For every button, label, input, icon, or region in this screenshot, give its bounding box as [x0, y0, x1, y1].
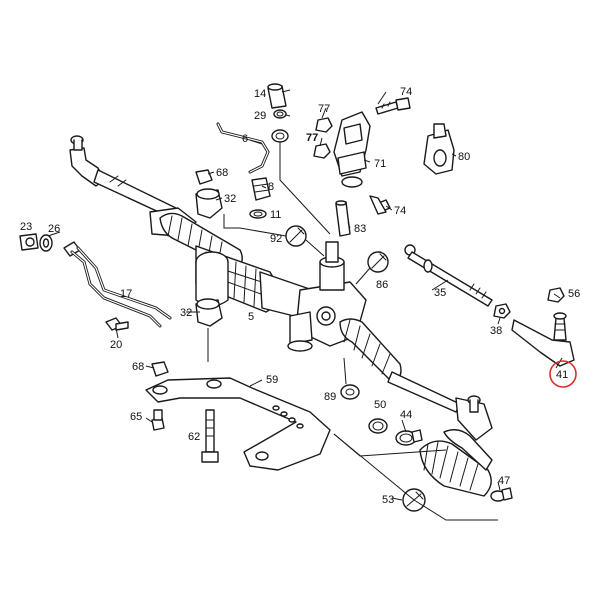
repair-kit-53	[333, 433, 498, 521]
bush-32-lower	[195, 298, 223, 362]
boot-kit-bellows	[419, 429, 493, 497]
damper-80	[423, 123, 455, 175]
callout-47: 47	[498, 475, 510, 487]
callout-32-lower: 32	[180, 307, 192, 319]
callout-38: 38	[490, 325, 502, 337]
bolt-65	[151, 409, 165, 431]
callout-59: 59	[266, 374, 278, 386]
callout-71: 71	[374, 158, 386, 170]
callout-29: 29	[254, 110, 266, 122]
banjo-bolt-23	[19, 233, 39, 251]
callout-41: 41	[556, 369, 568, 381]
callout-14: 14	[254, 88, 266, 100]
right-tie-rod-end-lower	[455, 395, 493, 441]
clamp-47	[490, 487, 513, 502]
washer-26	[39, 234, 53, 252]
callout-65: 65	[130, 411, 142, 423]
callout-86: 86	[376, 279, 388, 291]
seal-11	[223, 209, 287, 237]
callout-74-upper: 74	[400, 86, 412, 98]
inner-tie-rod	[404, 244, 493, 307]
callout-35: 35	[434, 287, 446, 299]
callout-32-upper: 32	[224, 193, 236, 205]
callout-11: 11	[270, 209, 281, 221]
washer-89	[340, 357, 360, 400]
callout-23: 23	[20, 221, 32, 233]
bolt-20	[105, 317, 129, 331]
callout-62: 62	[188, 431, 200, 443]
valve-8	[251, 177, 271, 201]
callout-labels: 14 29 6 77 77 74 71 80 68 32 8 11 74 83 …	[20, 86, 580, 506]
callout-44: 44	[400, 409, 412, 421]
callout-68-upper: 68	[216, 167, 228, 179]
mounting-bracket-59	[145, 377, 331, 471]
callout-74-lower: 74	[394, 205, 406, 217]
tightening-symbol-86	[355, 251, 389, 285]
bolt-62	[201, 409, 219, 463]
callout-68-lower: 68	[132, 361, 144, 373]
cap-68-upper	[195, 169, 213, 185]
callout-20: 20	[110, 339, 122, 351]
callout-5: 5	[248, 311, 254, 323]
nut-77-upper	[315, 117, 333, 133]
callout-26: 26	[48, 223, 60, 235]
bush-32-upper	[195, 188, 223, 219]
o-ring-29	[273, 109, 287, 119]
sleeve-83	[335, 200, 351, 237]
hydraulic-line-17	[63, 241, 172, 328]
hydraulic-line-6	[216, 122, 270, 174]
o-ring-50	[368, 418, 388, 434]
callout-17: 17	[120, 288, 132, 300]
callout-89: 89	[324, 391, 336, 403]
callout-53: 53	[382, 494, 394, 506]
callout-80: 80	[458, 151, 470, 163]
outer-tie-rod-end-41	[511, 312, 575, 367]
nut-38	[493, 303, 511, 319]
leader-lines	[47, 89, 563, 501]
left-tie-rod-end	[69, 135, 181, 221]
clamp-44	[395, 429, 423, 446]
callout-77-lower: 77	[306, 132, 318, 144]
steering-coupling-71	[333, 111, 371, 188]
fitting-14	[267, 83, 287, 109]
nut-77-lower	[313, 143, 331, 159]
callout-8: 8	[268, 181, 274, 193]
callout-92: 92	[270, 233, 282, 245]
pressure-hose-fitting	[271, 129, 331, 235]
bolt-74-lower	[369, 195, 391, 215]
highlight-ring-41	[549, 360, 577, 388]
cap-68-lower	[151, 361, 169, 377]
callout-50: 50	[374, 399, 386, 411]
bolt-74-upper	[375, 97, 411, 115]
callout-83: 83	[354, 223, 366, 235]
callout-6: 6	[242, 133, 248, 145]
callout-77-upper: 77	[318, 103, 330, 115]
callout-56: 56	[568, 288, 580, 300]
tightening-symbol-92	[285, 225, 325, 257]
